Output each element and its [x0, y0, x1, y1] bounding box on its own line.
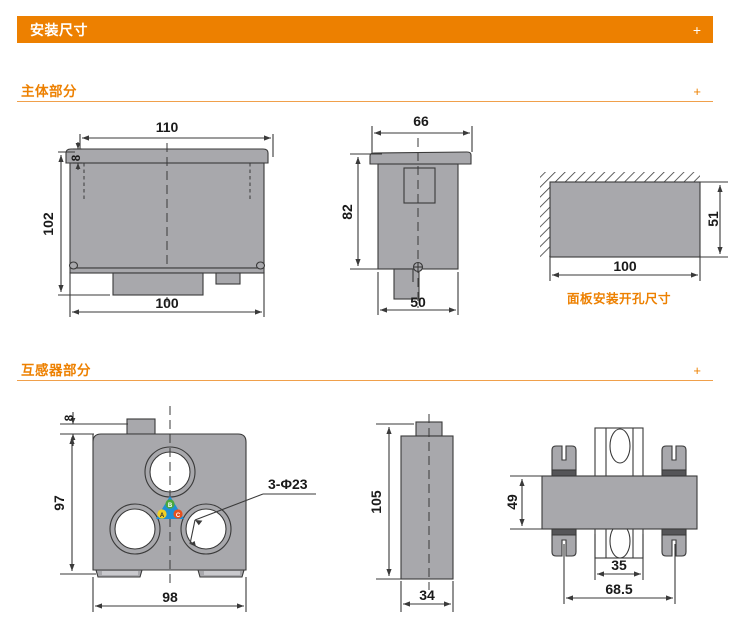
- drawing-ct-rail: 49 35 68.5: [500, 427, 730, 628]
- caption-panel-cutout: 面板安装开孔尺寸: [567, 292, 672, 306]
- dim-side-height: 82: [339, 204, 355, 220]
- dim-ct-height: 97: [51, 495, 67, 511]
- expand-icon-body-part[interactable]: +: [693, 84, 701, 99]
- dim-side-width-top: 66: [413, 113, 429, 129]
- dim-ct-width: 98: [162, 589, 178, 605]
- phase-marker-c-label: C: [176, 513, 181, 519]
- phase-marker-b-label: B: [168, 503, 173, 509]
- dim-ct-side-width: 34: [419, 587, 435, 603]
- dim-body-height: 102: [40, 212, 56, 236]
- page-title: 安装尺寸: [30, 21, 88, 38]
- dim-rail-height: 49: [504, 494, 520, 510]
- dim-body-width-bottom: 100: [155, 295, 179, 311]
- dim-body-bezel-thickness: 8: [71, 154, 83, 161]
- drawing-ct-side: 105 34: [352, 402, 512, 622]
- section-header-body-part[interactable]: 主体部分 +: [17, 76, 713, 102]
- dim-body-width-top: 110: [156, 119, 179, 135]
- section-title-ct-part: 互感器部分: [21, 362, 91, 378]
- section-title-body-part: 主体部分: [21, 83, 77, 99]
- expand-icon[interactable]: +: [692, 21, 701, 38]
- dim-side-width-bottom: 50: [410, 294, 426, 310]
- phase-marker-a-label: A: [160, 513, 165, 519]
- dim-rail-overall-width: 68.5: [605, 581, 632, 597]
- expand-icon-ct-part[interactable]: +: [693, 363, 701, 378]
- dim-cutout-width: 100: [613, 258, 637, 274]
- drawing-body-side: 66 82 50: [336, 112, 536, 322]
- drawing-ct-front: B A C 8 97 98 3-Φ23: [20, 398, 330, 623]
- section-header-ct-part[interactable]: 互感器部分 +: [17, 355, 713, 381]
- dim-ct-hole-callout: 3-Φ23: [268, 476, 308, 492]
- page-header-bar[interactable]: 安装尺寸 +: [17, 16, 713, 43]
- dim-ct-side-height: 105: [368, 490, 384, 514]
- dim-ct-tab-offset: 8: [64, 414, 76, 421]
- dim-cutout-height: 51: [705, 211, 721, 227]
- dim-rail-width: 35: [611, 557, 627, 573]
- drawing-panel-cutout: 51 100: [532, 165, 730, 285]
- phase-marker-group: B A C: [156, 496, 184, 519]
- drawing-body-front: 110 8 102 100: [20, 112, 320, 322]
